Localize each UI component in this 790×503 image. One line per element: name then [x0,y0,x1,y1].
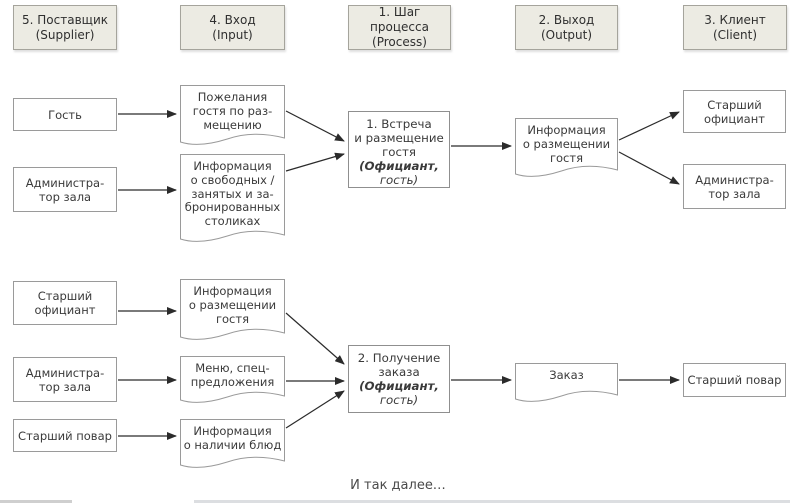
output-doc-text: Заказ [549,368,584,382]
output-doc-text: Информация о размещении гостя [522,123,611,165]
supplier-box: Гость [13,98,117,131]
cropped-content-strip [194,500,790,503]
process-actor: (Официант, [359,159,439,173]
process-actor: гость) [379,393,419,407]
column-header-client: 3. Клиент (Client) [683,5,787,50]
process-actor: гость) [379,173,419,187]
supplier-box: Старший официант [13,281,117,325]
input-doc: Информация о наличии блюд [180,419,285,469]
flow-arrow [285,152,345,172]
input-doc-text: Информация о размещении гостя [188,284,277,326]
process-step-1: 1. Встреча и размещение гостя (Официант,… [348,111,450,188]
input-doc-text: Информация о свободных / занятых и за- б… [184,159,281,229]
flow-arrow [285,312,345,365]
column-header-process: 1. Шаг процесса (Process) [348,5,451,50]
client-box: Администра- тор зала [683,164,786,209]
input-doc: Информация о свободных / занятых и за- б… [180,154,285,243]
caption: И так далее… [350,478,446,493]
flow-arrow [618,111,680,141]
input-doc: Информация о размещении гостя [180,279,285,341]
supplier-box: Старший повар [13,419,117,452]
input-doc-text: Пожелания гостя по раз- мещению [192,90,273,132]
column-header-output: 2. Выход (Output) [515,5,618,50]
column-header-input: 4. Вход (Input) [180,5,285,50]
supplier-box: Администра- тор зала [13,357,117,402]
client-box: Старший повар [683,363,786,397]
input-doc: Меню, спец- предложения [180,356,285,404]
input-doc-text: Меню, спец- предложения [190,361,275,389]
process-title: 1. Встреча и размещение гостя [354,117,444,159]
input-doc-text: Информация о наличии блюд [183,424,282,452]
client-box: Старший официант [683,90,786,133]
process-title: 2. Получение заказа [357,351,441,379]
flow-arrow [285,110,345,142]
output-doc: Заказ [515,363,618,403]
flow-arrow [618,151,680,185]
cropped-content-strip [0,500,72,503]
input-doc: Пожелания гостя по раз- мещению [180,85,285,146]
column-header-supplier: 5. Поставщик (Supplier) [13,5,117,50]
flow-arrow [285,390,345,429]
process-actor: (Официант, [359,379,439,393]
supplier-box: Администра- тор зала [13,167,117,212]
process-step-2: 2. Получение заказа (Официант, гость) [348,345,450,413]
output-doc: Информация о размещении гостя [515,118,618,178]
